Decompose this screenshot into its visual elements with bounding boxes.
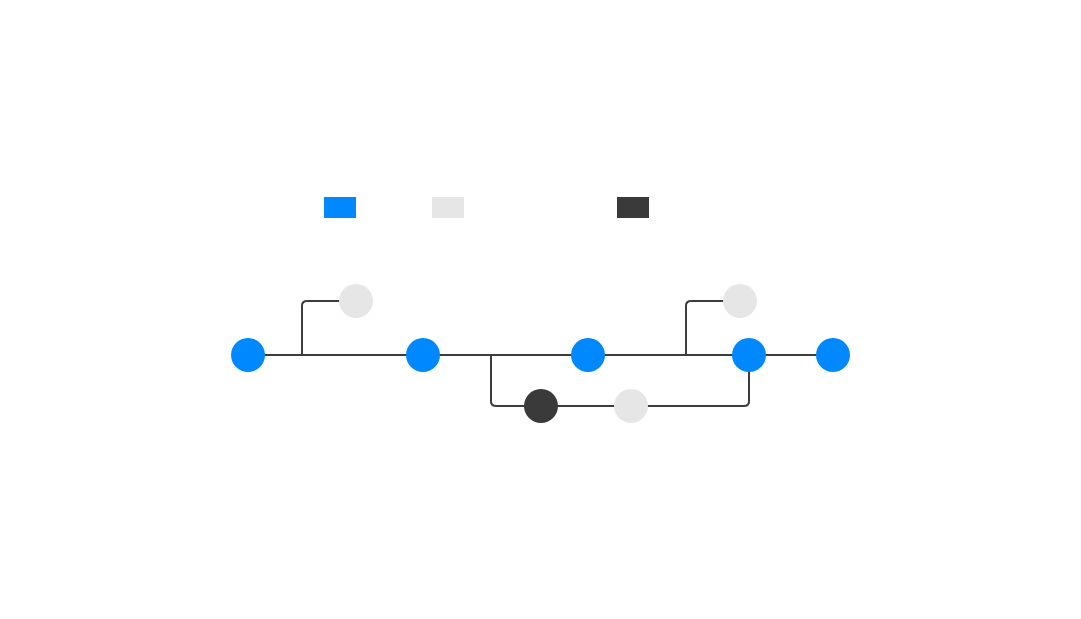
commit-node-main-1 [231,338,265,372]
legend-swatch-side [432,197,464,218]
commit-node-side-2 [614,389,648,423]
commit-node-main-3 [571,338,605,372]
commit-nodes [231,284,850,423]
legend-swatch-feature [617,197,649,218]
legend [324,197,649,218]
commit-node-main-2 [406,338,440,372]
commit-node-feature-1 [524,389,558,423]
commit-node-main-5 [816,338,850,372]
commit-node-side-3 [723,284,757,318]
commit-node-side-1 [339,284,373,318]
side-branch-2 [685,300,740,355]
legend-swatch-main [324,197,356,218]
commit-node-main-4 [732,338,766,372]
side-branch-1 [301,300,356,355]
